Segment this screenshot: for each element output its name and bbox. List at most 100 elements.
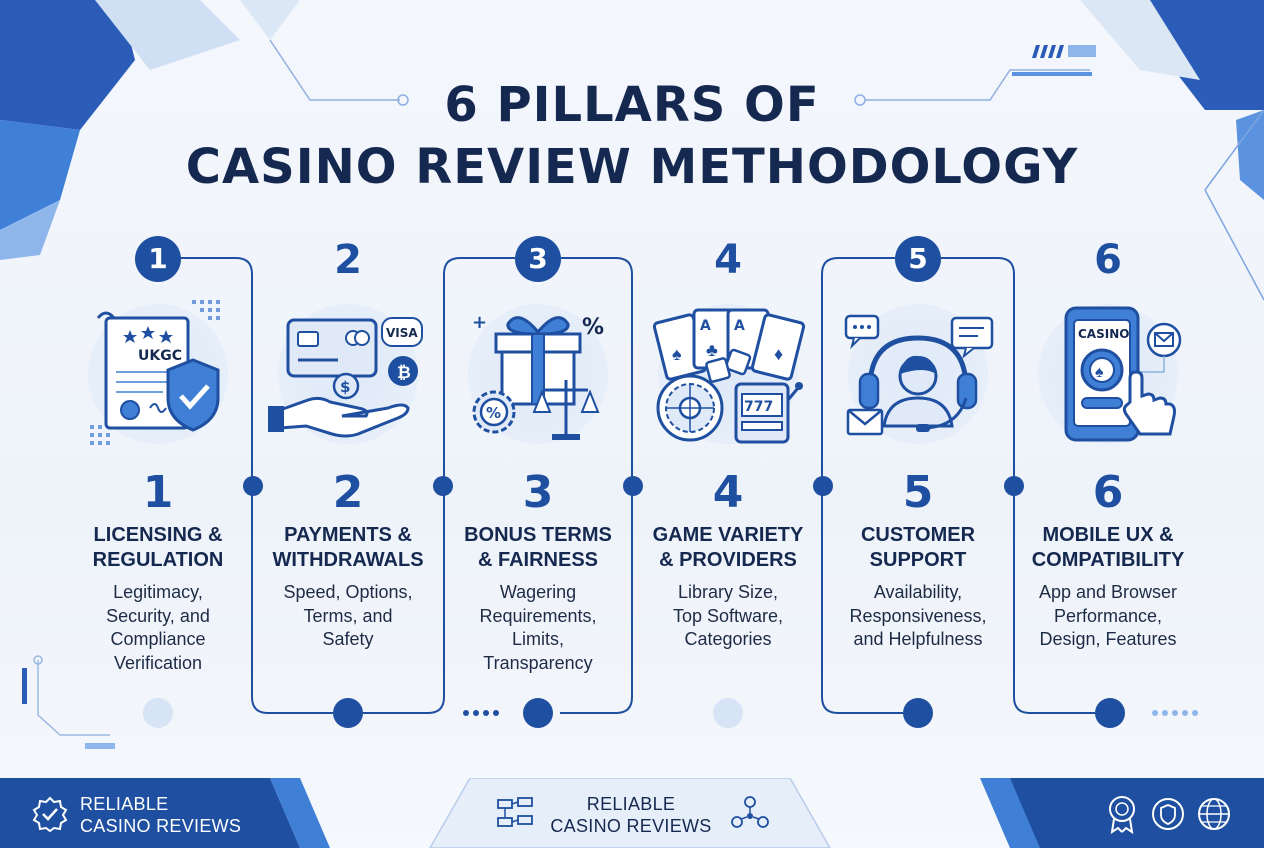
payment-card-hand-icon: VISA ₿ $ [268,317,423,438]
svg-text:♠: ♠ [672,344,682,364]
pillar-6-description: App and Browser Performance, Design, Fea… [1008,581,1208,652]
pillar-1: 1 UKGC 1 LICENSING & REGULATION Legitima… [68,236,248,726]
pillar-2-desc-line: Safety [322,629,374,649]
pillar-1-description: Legitimacy, Security, and Compliance Ver… [58,581,258,675]
pillar-2-desc-line: Terms, and [303,605,393,626]
pillar-1-number: 1 [142,467,174,518]
footer-left-line-2: CASINO REVIEWS [80,816,242,836]
pillar-2-desc-line: Speed, Options, [283,582,413,602]
casino-screen-label: CASINO [1078,327,1129,341]
pillar-6-bottom-dot [1095,698,1125,728]
connector-dot [243,476,263,496]
pillar-5-title-line-1: CUSTOMER [860,524,976,546]
pillar-1-desc-line: Compliance [110,629,206,649]
pillar-2-bottom-dot [333,698,363,728]
pillar-5-desc-line: Responsiveness, [849,605,987,626]
verified-badge-icon [32,796,68,832]
ukgc-label: UKGC [138,348,182,364]
pillar-6-top-number: 6 [1094,237,1122,283]
mobile-casino-icon: CASINO ♠ [1064,306,1182,442]
pillar-2: 2 VISA ₿ $ 2 PAYMENTS & WITHDRAWALS Spee… [258,236,438,726]
pillar-4-description: Library Size, Top Software, Categories [628,581,828,652]
footer-left-line-1: RELIABLE [80,794,169,814]
pillar-3-desc-line: Wagering [499,582,577,602]
pillar-1-badge: 1 [135,236,181,282]
pillar-5-desc-line: and Helpfulness [853,629,983,649]
pillar-5-number: 5 [902,467,934,518]
globe-icon [1198,798,1230,830]
svg-text:+: + [472,312,487,333]
footer-background [0,778,1264,848]
svg-text:A: A [734,318,745,334]
gift-scale-icon: + % % [472,312,604,440]
footer-center-line-2: CASINO REVIEWS [550,816,712,836]
pillar-1-desc-line: Security, and [106,605,210,626]
pillar-6-number: 6 [1092,467,1124,518]
pillar-6-desc-line: Performance, [1053,605,1163,626]
pillar-5-badge: 5 [895,236,941,282]
connector-dot [623,476,643,496]
pillar-4-top-number: 4 [714,237,742,283]
footer-center-line-1: RELIABLE [586,794,676,814]
pillar-3-desc-line: Requirements, [479,605,597,626]
pillar-3-badge: 3 [515,236,561,282]
footer-center-brand: RELIABLE CASINO REVIEWS [546,793,716,837]
pillar-4: 4 A A ♣ ♦ ♠ 777 4 GAME VARIETY & PROVIDE… [638,236,818,726]
pillar-2-title-line-1: PAYMENTS & [284,524,412,546]
percent-label: % [582,315,604,340]
pillar-2-title: PAYMENTS & WITHDRAWALS [248,523,448,573]
pillar-3-description: Wagering Requirements, Limits, Transpare… [438,581,638,675]
visa-label: VISA [386,326,418,340]
pillar-3-number: 3 [522,467,554,518]
pillar-4-title: GAME VARIETY & PROVIDERS [628,523,828,573]
pillar-4-desc-line: Top Software, [672,605,784,626]
pillar-4-title-line-1: GAME VARIETY [652,524,804,546]
pillar-4-title-line-2: & PROVIDERS [659,549,797,571]
pillar-1-title: LICENSING & REGULATION [58,523,258,573]
svg-text:$: $ [340,378,350,396]
pillar-1-bottom-dot [143,698,173,728]
page-title: 6 PILLARS OF CASINO REVIEW METHODOLOGY [0,74,1264,198]
pillar-1-desc-line: Verification [113,652,203,673]
pillar-3-bottom-dot [523,698,553,728]
pillar-2-title-line-2: WITHDRAWALS [272,549,424,571]
pillar-2-top-number: 2 [334,237,362,283]
license-shield-icon: UKGC [96,311,220,432]
pillar-5-description: Availability, Responsiveness, and Helpfu… [818,581,1018,652]
svg-text:♦: ♦ [774,344,783,364]
slot-777-label: 777 [744,399,773,415]
flowchart-icon [497,797,533,827]
footer-left-brand: RELIABLE CASINO REVIEWS [80,793,241,837]
pillar-3-title: BONUS TERMS & FAIRNESS [438,523,638,573]
pillar-3: 3 + % % 3 BONUS TERMS & FAIRNESS Wagerin… [448,236,628,726]
cards-roulette-slot-icon: A A ♣ ♦ ♠ 777 [652,308,806,444]
pillar-6: 6 CASINO ♠ 6 MOBILE UX & COMPATIBILITY A… [1018,236,1198,726]
svg-text:A: A [700,318,711,334]
headset-agent-icon [844,314,994,436]
title-line-1: 6 PILLARS OF [444,77,820,133]
pillar-1-desc-line: Legitimacy, [113,582,203,602]
svg-text:♣: ♣ [706,340,718,360]
pillar-3-title-line-1: BONUS TERMS [464,524,612,546]
connector-dot [1004,476,1024,496]
pillar-6-desc-line: App and Browser [1038,582,1178,602]
svg-text:%: % [486,404,501,422]
svg-text:♠: ♠ [1095,364,1104,381]
pillar-3-title-line-2: & FAIRNESS [477,549,599,571]
pillar-5: 5 5 CUSTOMER SUPPORT Availability, Respo… [828,236,1008,726]
pillar-5-bottom-dot [903,698,933,728]
pillar-6-title: MOBILE UX & COMPATIBILITY [1008,523,1208,573]
pillar-3-desc-line: Limits, [511,629,564,649]
pillar-6-title-line-1: MOBILE UX & [1042,524,1174,546]
pillar-1-title-line-1: LICENSING & [93,524,223,546]
pillar-1-title-line-2: REGULATION [92,549,224,571]
security-shield-globe-icon [1152,798,1184,830]
award-ribbon-icon [1109,796,1135,834]
team-network-icon [731,796,769,828]
pillar-4-desc-line: Library Size, [677,582,779,602]
pillar-2-number: 2 [332,467,364,518]
pillar-4-desc-line: Categories [684,629,772,649]
connector-dot [813,476,833,496]
connector-dot [433,476,453,496]
